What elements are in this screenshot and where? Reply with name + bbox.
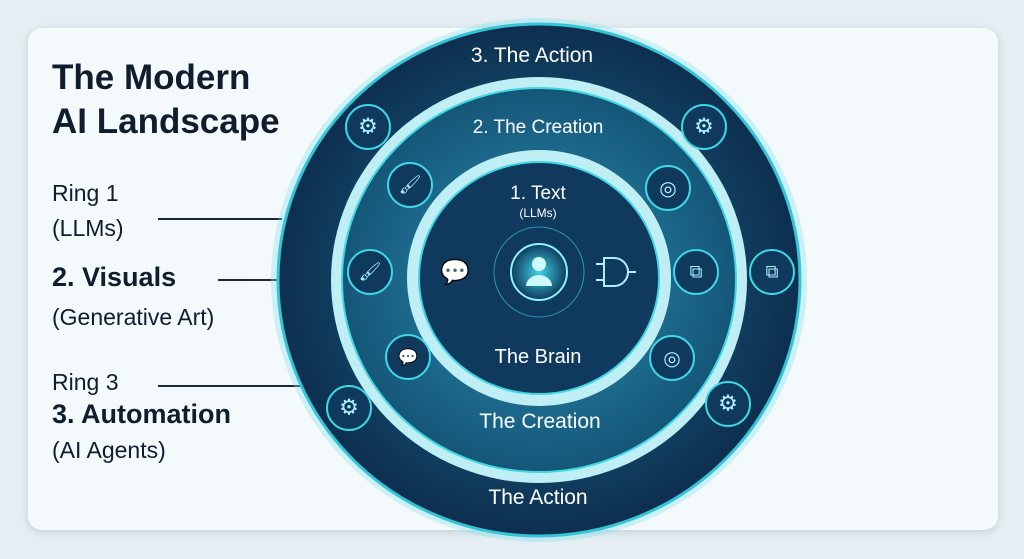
outer-ring-top-label: 3. The Action (471, 44, 593, 67)
svg-text:⚙: ⚙ (358, 115, 378, 140)
ring2-sub: (Generative Art) (52, 304, 215, 330)
gear-icon: ⚙ (345, 104, 391, 150)
user-icon (510, 243, 568, 301)
ring3-title: 3. Automation (52, 399, 231, 429)
ring3-label: Ring 3 (52, 369, 119, 395)
camera-aperture-icon: ◎ (645, 165, 691, 211)
inner-sub-label: (LLMs) (519, 206, 556, 220)
ring2-label: 2. Visuals (52, 262, 177, 292)
svg-text:⚙: ⚙ (718, 392, 738, 417)
gear-icon: ⚙ (326, 385, 372, 431)
ring1-label: Ring 1 (52, 180, 119, 206)
svg-text:⚙: ⚙ (339, 396, 359, 421)
paintbrush-icon: 🖌 (347, 249, 393, 295)
page-title: The Modern AI Landscape (52, 56, 280, 144)
svg-text:◎: ◎ (659, 176, 676, 200)
logic-gate-icon (596, 257, 636, 287)
camera-aperture-icon: ◎ (649, 335, 695, 381)
svg-text:⧉: ⧉ (766, 262, 779, 283)
ring3-sub: (AI Agents) (52, 437, 166, 463)
gear-icon: ⚙ (681, 104, 727, 150)
middle-ring-bottom-label: The Creation (479, 410, 600, 433)
svg-text:🖌: 🖌 (359, 262, 382, 283)
ring1-connector (158, 218, 282, 220)
inner-halo (493, 226, 585, 318)
inner-bottom-label: The Brain (495, 346, 582, 368)
middle-icons: 🖌 ◎ 🖌 ⧉ 💬 ◎ (347, 162, 719, 381)
flowchart-icon: ⧉ (749, 249, 795, 295)
outer-ring-bottom-label: The Action (488, 486, 587, 509)
ring3-connector (158, 385, 304, 387)
ring1-sub: (LLMs) (52, 215, 124, 241)
ring2-connector (218, 279, 280, 281)
paintbrush-icon: 🖌 (387, 162, 433, 208)
outer-icons: ⚙ ⚙ ⧉ ⚙ ⚙ (326, 104, 795, 431)
title-line-1: The Modern (52, 58, 251, 97)
gears-icon: ⚙ (705, 381, 751, 427)
user-body (526, 275, 552, 286)
middle-ring-top-label: 2. The Creation (473, 117, 604, 138)
inner-top-label: 1. Text (510, 183, 566, 204)
svg-text:⧉: ⧉ (690, 262, 703, 283)
flowchart-icon: ⧉ (673, 249, 719, 295)
svg-text:💬: 💬 (440, 258, 470, 286)
svg-text:⚙: ⚙ (694, 115, 714, 140)
svg-text:🖌: 🖌 (399, 175, 422, 196)
user-head (532, 257, 546, 271)
svg-text:💬: 💬 (398, 348, 418, 367)
svg-text:◎: ◎ (663, 346, 680, 370)
chat-bubble-icon: 💬 (385, 334, 431, 380)
title-line-2: AI Landscape (52, 102, 280, 141)
chat-bubbles-icon: 💬 (440, 258, 470, 286)
